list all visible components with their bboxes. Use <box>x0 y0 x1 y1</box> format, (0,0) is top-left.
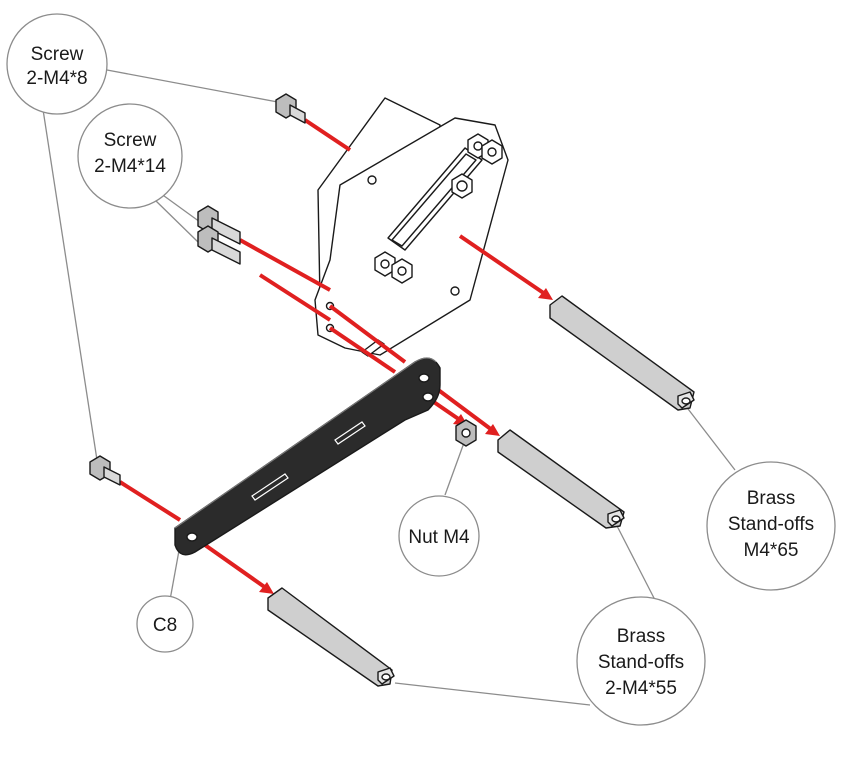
callout-screw-m4-14-line2: 2-M4*14 <box>94 156 166 177</box>
callout-standoffs-m4-65-line1: Brass <box>747 488 796 509</box>
leader-c8 <box>169 544 181 601</box>
c8-bracket-hole <box>422 392 434 402</box>
callout-c8: C8 <box>136 595 194 653</box>
screw-m4-8-bottom-icon <box>89 455 121 486</box>
c8-bracket <box>174 357 441 556</box>
callout-screw-m4-14: Screw 2-M4*14 <box>77 103 183 209</box>
callout-screw-m4-8-line2: 2-M4*8 <box>26 68 87 89</box>
leader-standoffs-m4-55-b <box>394 682 591 706</box>
callout-standoffs-m4-65: Brass Stand-offs M4*65 <box>706 461 836 591</box>
arrow-bracket-bottom-standoff <box>193 536 268 590</box>
leader-standoffs-m4-55-a <box>614 521 656 601</box>
mount-plate <box>314 97 509 357</box>
screw-m4-8-top-icon <box>275 93 306 124</box>
callout-nut-m4-line1: Nut M4 <box>408 527 470 548</box>
c8-bracket-hole <box>186 532 198 542</box>
plate-nut-icon <box>391 258 413 284</box>
plate-nut-icon <box>481 139 503 165</box>
plate-nut-icon <box>374 251 396 277</box>
leader-screw-m4-14-b <box>154 199 199 243</box>
screw-m4-14-a-icon <box>197 205 241 245</box>
callout-standoffs-m4-65-line3: M4*65 <box>744 540 799 561</box>
arrow-screw-m4-14-a2 <box>328 304 407 364</box>
callout-screw-m4-8-line1: Screw <box>31 44 84 65</box>
plate-nut-icon <box>451 173 473 199</box>
c8-bracket-edge <box>174 357 437 529</box>
leader-screw-m4-14-a <box>159 192 201 223</box>
standoff-m4-65-icon <box>549 295 695 411</box>
mount-plate-slot <box>387 147 483 251</box>
arrow-screw-top <box>303 118 352 152</box>
c8-bracket-slot <box>334 421 366 445</box>
arrow-screw-bottom <box>118 480 182 522</box>
screw-m4-14-b-icon <box>197 225 241 265</box>
arrow-standoff-m4-65 <box>458 234 547 296</box>
callout-c8-line1: C8 <box>153 615 177 636</box>
c8-bracket-slot <box>251 473 289 501</box>
arrow-screw-m4-14-b2 <box>328 326 397 374</box>
leader-lines <box>39 69 736 706</box>
callout-standoffs-m4-55-line3: 2-M4*55 <box>605 678 677 699</box>
arrow-screw-m4-14-b <box>258 273 332 322</box>
mount-plate-hole <box>367 175 377 185</box>
arrowhead <box>538 288 553 300</box>
leader-screw-m4-8-bottom <box>39 89 98 461</box>
leader-nut-m4 <box>444 439 466 496</box>
callout-standoffs-m4-55-line1: Brass <box>617 626 666 647</box>
mount-plate-hole <box>450 286 460 296</box>
mount-plate-slot-inner <box>391 153 477 247</box>
callout-standoffs-m4-55: Brass Stand-offs 2-M4*55 <box>576 596 706 726</box>
callout-screw-m4-14-line1: Screw <box>104 130 157 151</box>
assembly-arrows <box>118 118 553 594</box>
callout-screw-m4-8: Screw 2-M4*8 <box>6 13 108 115</box>
standoff-m4-55-b-icon <box>267 587 395 687</box>
callout-standoffs-m4-65-line2: Stand-offs <box>728 514 814 535</box>
leader-standoffs-m4-65 <box>684 404 736 471</box>
arrow-screw-m4-14-a <box>239 238 331 292</box>
callout-standoffs-m4-55-line2: Stand-offs <box>598 652 684 673</box>
arrowhead <box>485 424 500 436</box>
arrowhead <box>259 582 274 594</box>
callout-nut-m4: Nut M4 <box>398 495 480 577</box>
leader-screw-m4-8-top <box>106 69 284 104</box>
c8-bracket-hole <box>418 373 430 383</box>
standoff-m4-55-a-icon <box>497 429 625 529</box>
nut-m4-icon <box>455 419 477 447</box>
